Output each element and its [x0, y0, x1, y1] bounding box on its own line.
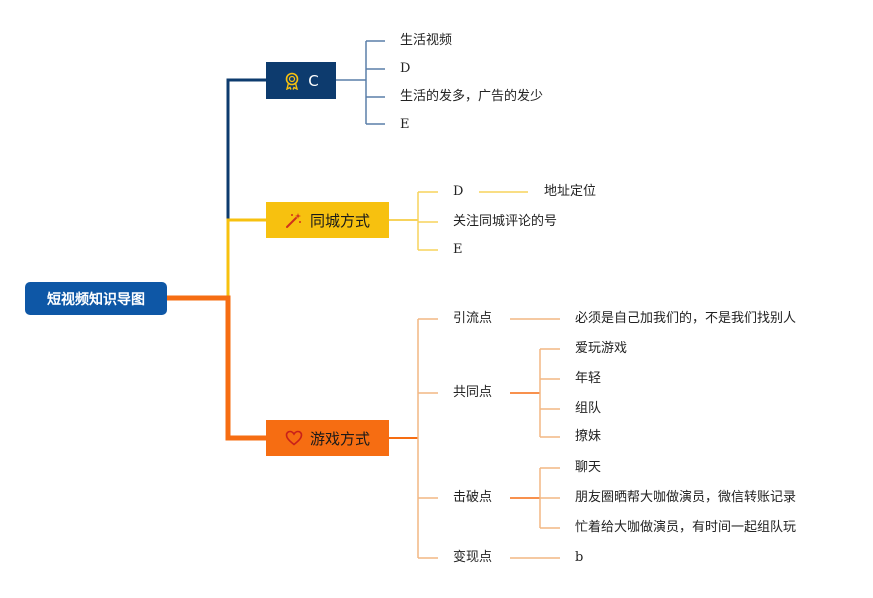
c-item-4[interactable]: E [400, 117, 410, 132]
game-item-2-child-4[interactable]: 撩妹 [575, 429, 602, 444]
c-item-3[interactable]: 生活的发多，广告的发少 [400, 89, 544, 104]
game-item-3[interactable]: 击破点 [453, 490, 493, 505]
c-item-2[interactable]: D [400, 61, 411, 76]
branch-c[interactable]: C [266, 62, 336, 99]
game-item-2-child-2[interactable]: 年轻 [575, 371, 602, 386]
branch-game-label: 游戏方式 [309, 429, 370, 448]
award-ribbon-icon [283, 72, 301, 90]
game-item-3-child-3[interactable]: 忙着给大咖做演员，有时间一起组队玩 [575, 520, 797, 535]
game-item-2[interactable]: 共同点 [453, 385, 493, 400]
magic-wand-icon [285, 211, 303, 229]
game-item-2-child-1[interactable]: 爱玩游戏 [575, 341, 628, 356]
branch-city[interactable]: 同城方式 [266, 202, 389, 238]
game-item-4[interactable]: 变现点 [453, 550, 493, 565]
root-topic-label: 短视频知识导图 [47, 291, 145, 308]
game-item-3-child-1[interactable]: 聊天 [575, 460, 602, 475]
game-item-1[interactable]: 引流点 [453, 311, 493, 326]
city-item-1[interactable]: D [453, 184, 464, 199]
root-topic[interactable]: 短视频知识导图 [25, 282, 167, 315]
game-item-4-child-1[interactable]: b [575, 550, 584, 565]
c-item-1[interactable]: 生活视频 [400, 33, 453, 48]
game-item-3-child-2[interactable]: 朋友圈晒帮大咖做演员，微信转账记录 [575, 490, 797, 505]
game-item-2-child-3[interactable]: 组队 [575, 401, 602, 416]
game-item-1-child-1[interactable]: 必须是自己加我们的，不是我们找别人 [575, 311, 797, 326]
heart-icon [285, 430, 303, 446]
branch-game[interactable]: 游戏方式 [266, 420, 389, 456]
branch-c-label: C [308, 71, 319, 90]
branch-city-label: 同城方式 [309, 211, 370, 230]
city-item-1-child[interactable]: 地址定位 [544, 184, 597, 199]
city-item-2[interactable]: 关注同城评论的号 [453, 214, 558, 229]
city-item-3[interactable]: E [453, 242, 463, 257]
